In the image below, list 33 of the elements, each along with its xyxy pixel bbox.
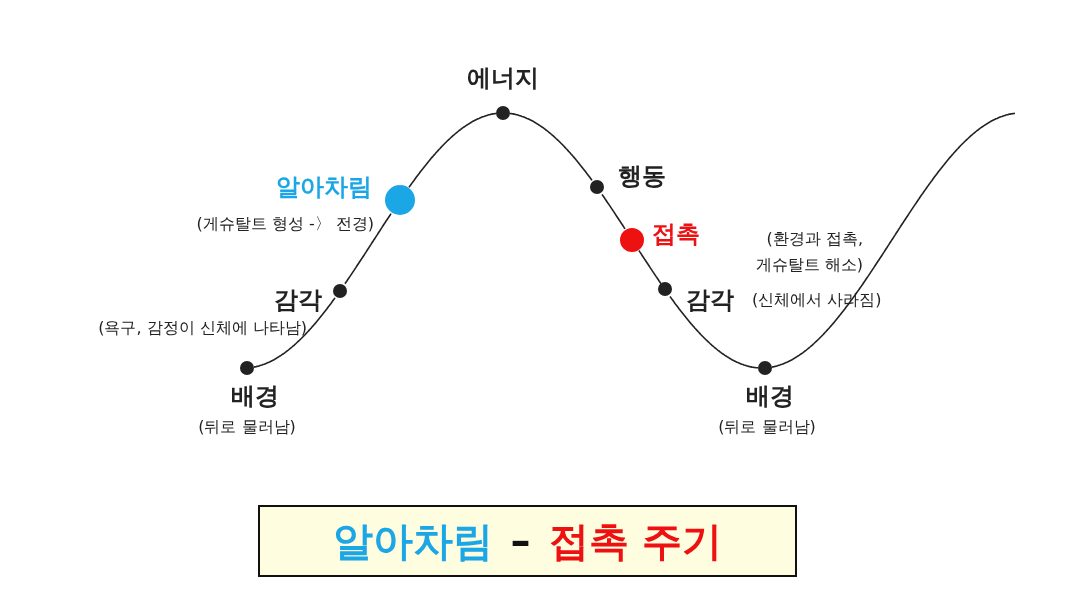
stage-name: 알아차림	[276, 172, 372, 203]
curve-line	[344, 212, 392, 285]
point-marker	[240, 360, 254, 375]
stage-name: 행동	[618, 161, 666, 192]
point-marker	[385, 185, 415, 216]
stage-name: 에너지	[467, 63, 539, 94]
point-marker	[590, 180, 604, 195]
point-marker	[496, 106, 510, 120]
stage-name: 배경	[746, 381, 794, 412]
curve-line	[253, 297, 336, 368]
curve-line	[601, 193, 626, 230]
curve-line	[509, 112, 593, 182]
stage-name: 접촉	[652, 219, 700, 250]
title-text: 알아차림	[332, 516, 493, 566]
title-text: 접촉 주기	[548, 516, 723, 566]
point-marker	[658, 282, 672, 297]
stage-name: 감각	[274, 285, 322, 316]
curve-line	[771, 112, 1016, 368]
stage-name: 감각	[686, 285, 734, 316]
title-text: –	[510, 518, 531, 564]
point-marker	[758, 360, 772, 375]
curve-line	[638, 249, 662, 285]
stage-description: (뒤로 물러남)	[198, 417, 296, 438]
title-box	[258, 505, 797, 577]
stage-description: (게슈탈트 형성 -〉 전경)	[196, 214, 374, 235]
curve-line	[669, 295, 759, 369]
stage-name: 배경	[231, 381, 279, 412]
point-marker	[333, 283, 347, 298]
stage-description: (환경과 접촉, 게슈탈트 해소)	[754, 228, 863, 276]
stage-description: (뒤로 물러남)	[718, 417, 816, 438]
point-marker	[620, 227, 644, 252]
stage-description: (욕구, 감정이 신체에 나타남)	[98, 318, 307, 339]
curve-line	[408, 112, 497, 189]
